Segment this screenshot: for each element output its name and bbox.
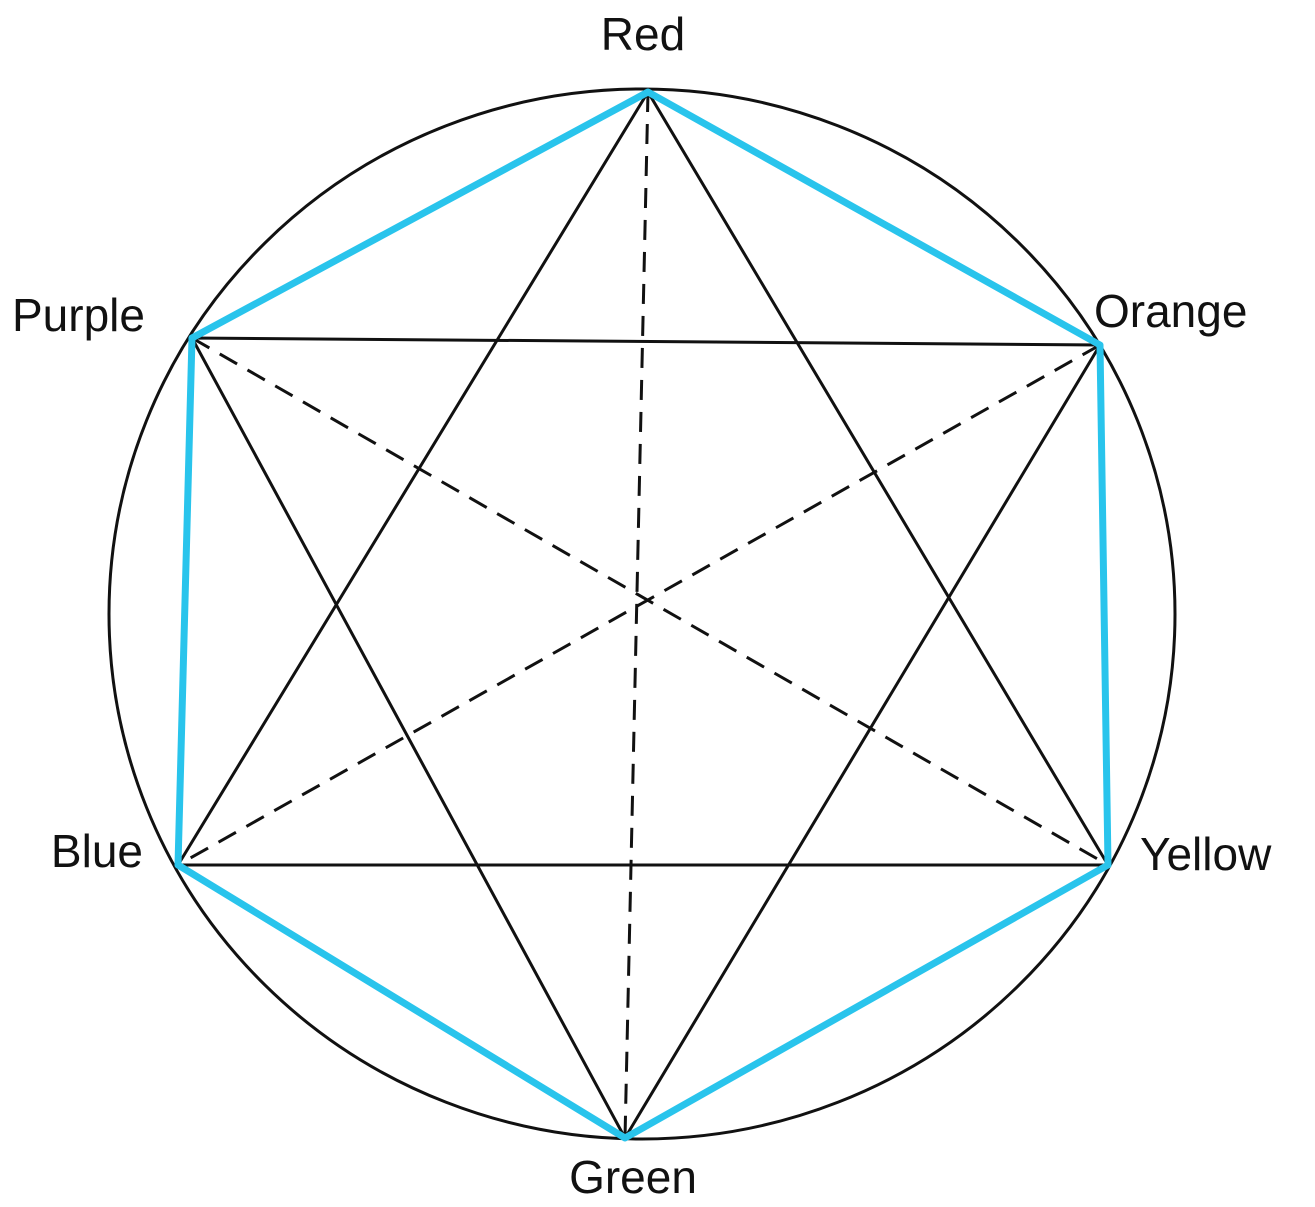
label-purple: Purple bbox=[12, 289, 145, 341]
label-red: Red bbox=[601, 8, 685, 60]
diagonal-purple-yellow bbox=[191, 336, 1109, 867]
label-green: Green bbox=[569, 1151, 697, 1203]
label-blue: Blue bbox=[51, 825, 143, 877]
outer-circle bbox=[107, 87, 1177, 1141]
label-yellow: Yellow bbox=[1140, 828, 1272, 880]
primary-triangle bbox=[175, 89, 1111, 867]
secondary-triangle bbox=[189, 336, 1103, 1142]
diagonal-orange-blue bbox=[177, 343, 1101, 867]
diagonal-red-green bbox=[623, 91, 650, 1139]
color-hexagon bbox=[174, 88, 1112, 1142]
label-orange: Orange bbox=[1094, 285, 1247, 337]
